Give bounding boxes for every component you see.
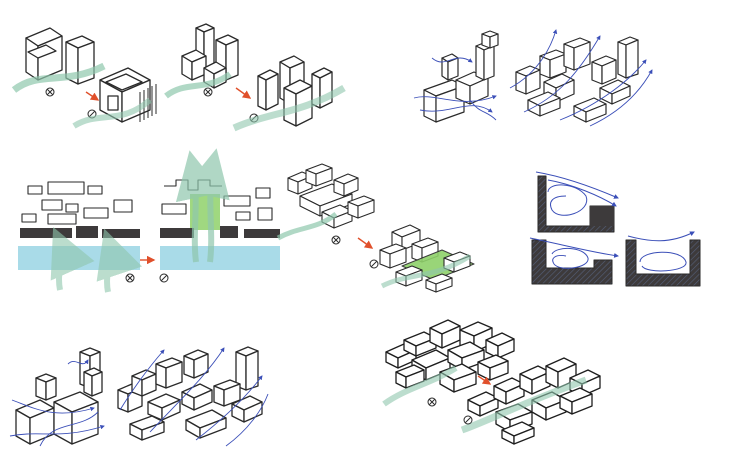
wind-flow-up	[175, 148, 230, 263]
panel-waterfront-plan	[18, 148, 280, 293]
panel-massing-before-after	[11, 23, 346, 132]
water-body-before	[18, 246, 140, 270]
massing-after	[117, 346, 263, 441]
water-body-after	[160, 246, 280, 270]
wind-lines	[119, 347, 269, 447]
wind-lines	[509, 29, 653, 127]
massing-after	[515, 36, 639, 123]
dense-massing-before	[385, 319, 515, 393]
prohibited-symbol	[203, 87, 213, 97]
dark-frontage-before	[20, 226, 140, 238]
panel-wind-through-massing-bottom	[9, 346, 269, 447]
panel-wind-through-massing-top	[413, 29, 653, 127]
section-slope	[535, 171, 619, 233]
arrow-right	[85, 91, 100, 101]
plan-before	[21, 181, 133, 225]
dark-frontage-after	[160, 226, 280, 238]
prohibited-symbol	[45, 87, 55, 97]
iso-massing-before	[287, 163, 375, 229]
section-canyon-left	[529, 237, 619, 285]
wind-flow-up	[50, 227, 143, 293]
arrow-right	[477, 375, 492, 385]
arrow-right	[357, 237, 374, 249]
section-canyon-right	[625, 231, 701, 287]
panel-street-sections	[529, 171, 701, 287]
permitted-symbol	[369, 259, 379, 269]
wind-lines	[413, 57, 497, 121]
arrow-right	[235, 87, 252, 99]
prohibited-symbol	[331, 235, 341, 245]
prohibited-symbol	[125, 273, 135, 283]
massing-before	[15, 347, 103, 445]
massing-before	[423, 30, 499, 123]
panel-iso-green-block	[276, 163, 475, 293]
wind-lines	[9, 359, 105, 447]
permitted-symbol	[463, 415, 473, 425]
wind-flow	[11, 62, 106, 93]
panel-dense-massing-before-after	[382, 319, 601, 445]
block-slab-small	[27, 44, 57, 59]
block-towers-twin	[181, 23, 239, 89]
prohibited-symbol	[427, 397, 437, 407]
block-courtyard	[99, 67, 151, 123]
dense-massing-after	[467, 357, 601, 445]
permitted-symbol	[159, 273, 169, 283]
